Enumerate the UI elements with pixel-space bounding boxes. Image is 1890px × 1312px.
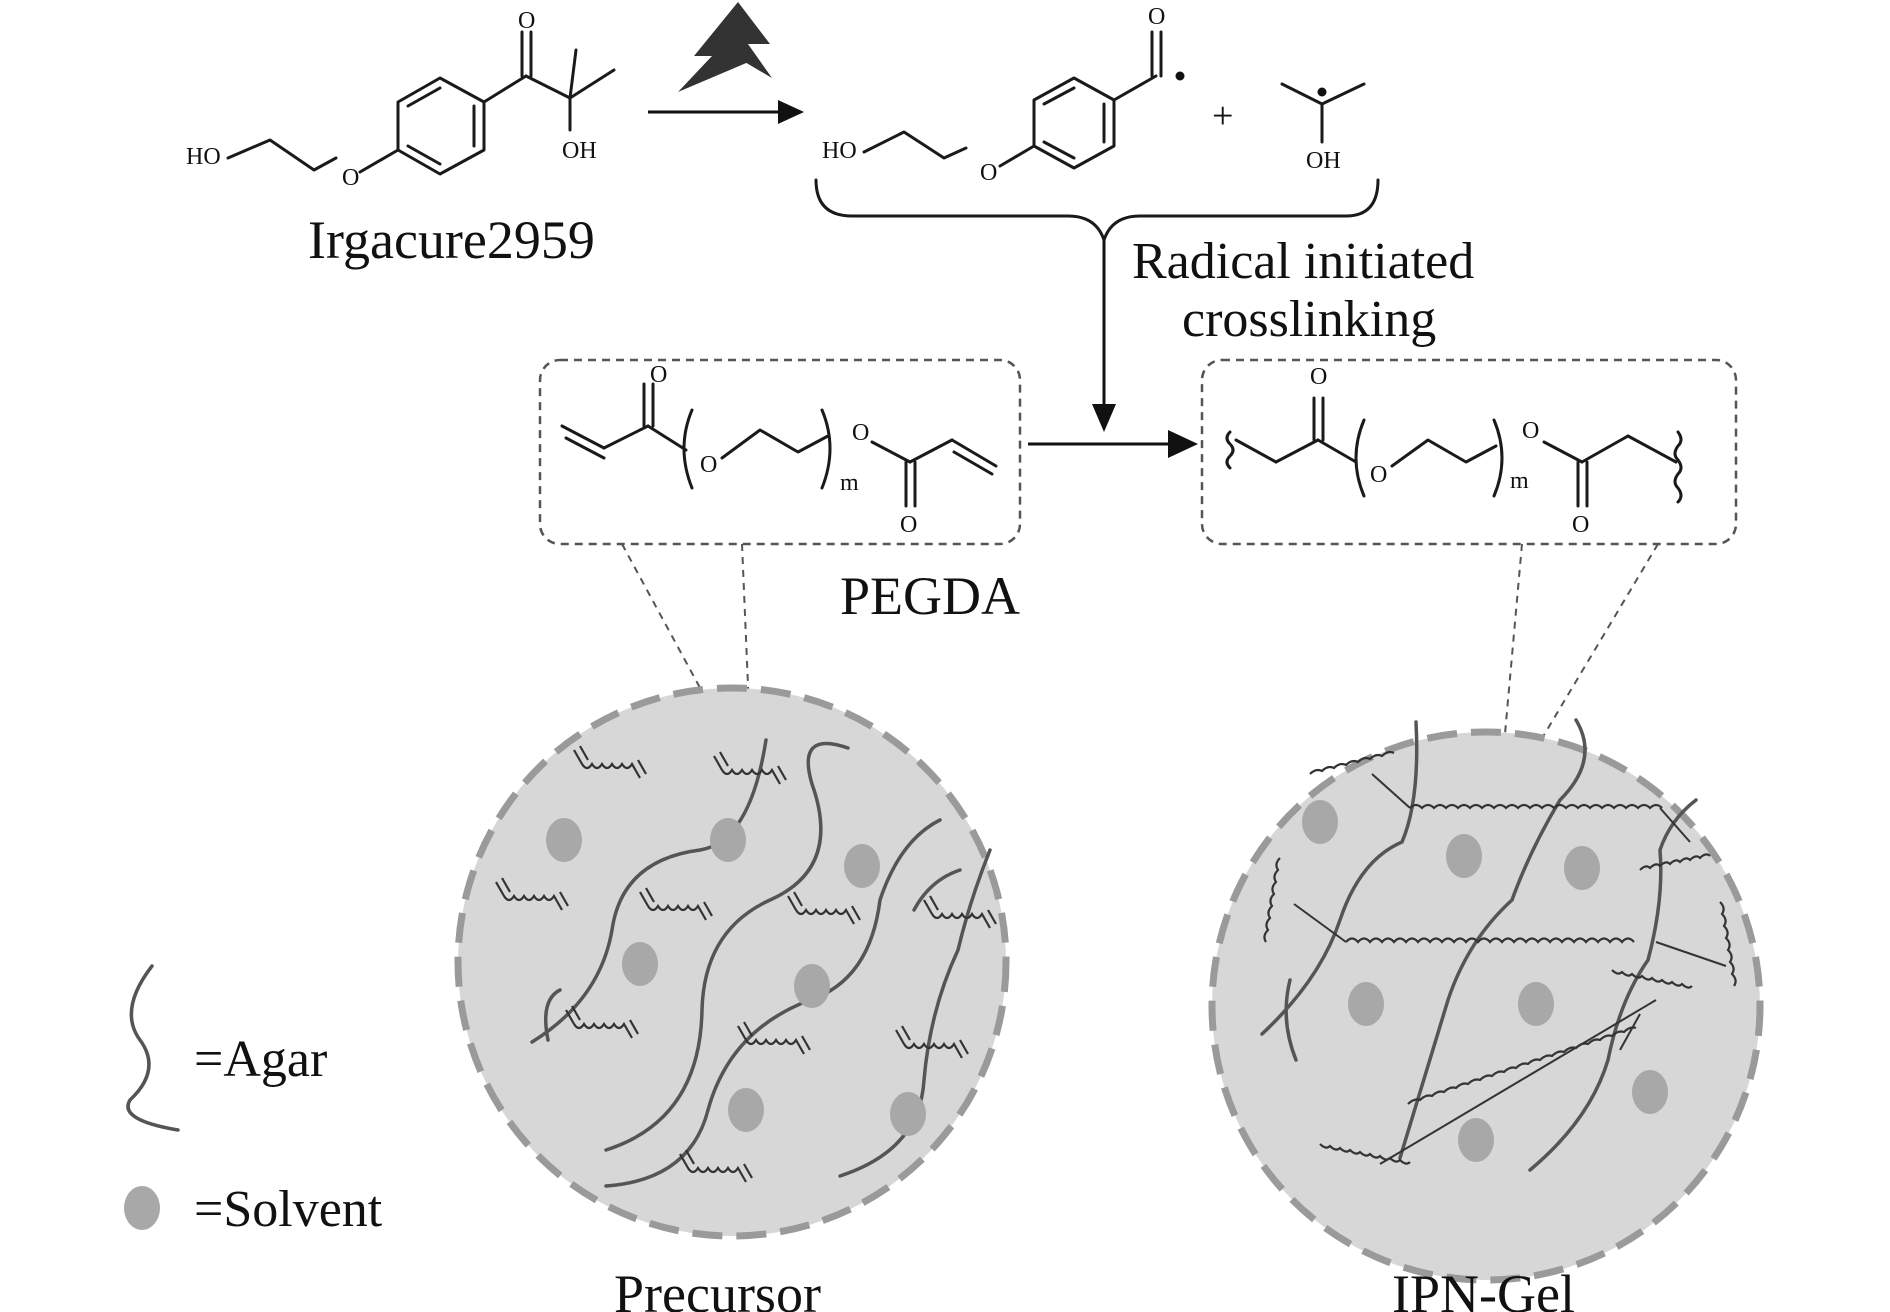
solvent-dot (844, 844, 880, 888)
radical-products: HO O O + OH (822, 4, 1366, 186)
reaction-arrow (1028, 430, 1198, 458)
atom-o-ether: O (342, 165, 359, 191)
atom-o-ether-radical: O (980, 160, 997, 186)
precursor-circle (454, 684, 1010, 1240)
photolysis-arrow (648, 100, 804, 124)
atom-o-gel-bottom: O (1572, 512, 1589, 538)
label-precursor: Precursor (614, 1264, 821, 1312)
atom-o-pegda-bottom: O (900, 512, 917, 538)
atom-o-gel-top: O (1310, 364, 1327, 390)
pegda-box (538, 358, 1022, 546)
label-pegda: PEGDA (840, 566, 1020, 626)
atom-oh-radical: OH (1306, 148, 1341, 174)
irgacure-structure: HO O O OH (186, 8, 616, 191)
ipn-gel-circle (1208, 718, 1764, 1284)
legend: =Agar =Solvent (124, 964, 383, 1238)
solvent-dot (1302, 800, 1338, 844)
atom-o-pegda-top: O (650, 362, 667, 388)
solvent-dot (794, 964, 830, 1008)
solvent-dot (546, 818, 582, 862)
atom-oh-irgacure: OH (562, 138, 597, 164)
lightning-icon (678, 2, 772, 92)
solvent-dot (622, 942, 658, 986)
radical-dot-1 (1175, 71, 1185, 81)
crosslinked-structure: O O m O O (1225, 364, 1683, 538)
agar-legend-icon (126, 964, 180, 1132)
solvent-legend-icon (124, 1186, 160, 1230)
solvent-dot (890, 1092, 926, 1136)
label-ipn-gel: IPN-Gel (1392, 1264, 1575, 1312)
solvent-dot (1518, 982, 1554, 1026)
atom-o-ketone: O (518, 8, 535, 34)
solvent-dot (1564, 846, 1600, 890)
curly-brace (814, 178, 1380, 242)
solvent-dot (1348, 982, 1384, 1026)
atom-o-gel-chain: O (1370, 462, 1387, 488)
solvent-dot (1458, 1118, 1494, 1162)
atom-o-gel-ester: O (1522, 418, 1539, 444)
subscript-m-gel: m (1510, 468, 1529, 494)
atom-o-pegda-chain: O (700, 452, 717, 478)
crosslink-down-arrow (1092, 240, 1116, 432)
solvent-dot (710, 818, 746, 862)
legend-agar-label: =Agar (194, 1031, 327, 1088)
solvent-dot (1446, 834, 1482, 878)
solvent-dot (1632, 1070, 1668, 1114)
pegda-structure: O O m O O (560, 362, 998, 538)
atom-ho-radical: HO (822, 138, 857, 164)
radical-dot-2 (1317, 87, 1327, 97)
label-crosslinking: crosslinking (1182, 291, 1436, 348)
atom-ho-left: HO (186, 144, 221, 170)
label-radical-initiated: Radical initiated (1132, 233, 1474, 290)
subscript-m-pegda: m (840, 470, 859, 496)
legend-solvent-label: =Solvent (194, 1181, 383, 1238)
plus-sign: + (1212, 95, 1233, 137)
atom-o-benzoyl: O (1148, 4, 1165, 30)
label-irgacure2959: Irgacure2959 (308, 210, 595, 270)
atom-o-pegda-ester: O (852, 420, 869, 446)
solvent-dot (728, 1088, 764, 1132)
